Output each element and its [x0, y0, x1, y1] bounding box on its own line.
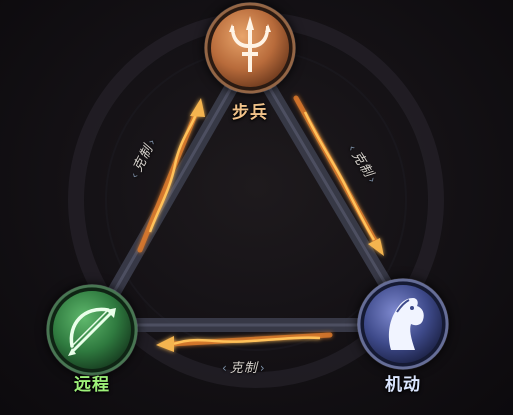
cavalry-unit-button[interactable] — [357, 278, 449, 370]
horse-head-icon — [357, 278, 449, 370]
fire-arrows — [137, 95, 384, 352]
ranged-label: 远程 — [74, 375, 110, 395]
arrow-cavalry-to-ranged — [167, 332, 333, 347]
infantry-label: 步兵 — [232, 103, 268, 123]
arrowhead-infantry — [190, 98, 205, 117]
bow-arrow-icon — [46, 284, 138, 376]
arrowhead-cavalry — [368, 238, 384, 256]
trident-icon — [204, 2, 296, 94]
counter-text: 克制 — [229, 361, 258, 376]
arrowhead-ranged — [156, 336, 174, 352]
chevron-right-icon: › — [259, 361, 266, 375]
cavalry-label: 机动 — [385, 375, 421, 395]
counter-label-cavalry-to-ranged: ‹克制› — [220, 357, 268, 376]
infantry-unit-button[interactable] — [204, 2, 296, 94]
ranged-unit-button[interactable] — [46, 284, 138, 376]
triangle-edges — [88, 48, 417, 332]
chevron-left-icon: ‹ — [222, 361, 228, 375]
